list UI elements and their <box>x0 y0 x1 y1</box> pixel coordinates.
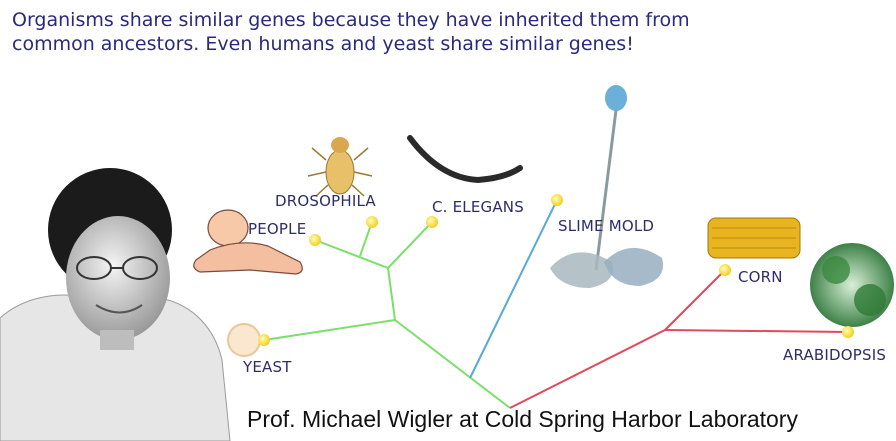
node-people <box>309 234 321 246</box>
green-branches <box>264 222 510 408</box>
label-celegans: C. ELEGANS <box>432 198 524 216</box>
node-celegans <box>426 216 438 228</box>
label-corn: CORN <box>738 268 783 286</box>
node-corn <box>719 264 731 276</box>
node-slime-mold <box>551 194 563 206</box>
label-slime-mold: SLIME MOLD <box>558 217 654 235</box>
slime-mold-illustration <box>550 85 663 288</box>
photo-credit: Prof. Michael Wigler at Cold Spring Harb… <box>247 406 798 433</box>
label-yeast: YEAST <box>243 358 292 376</box>
corn-illustration <box>708 218 800 258</box>
label-arabidopsis: ARABIDOPSIS <box>783 346 886 364</box>
arabidopsis-illustration <box>810 243 894 327</box>
label-drosophila: DROSOPHILA <box>275 192 376 210</box>
red-branches <box>510 270 848 408</box>
node-arabidopsis <box>842 326 854 338</box>
yeast-illustration <box>228 324 260 356</box>
fruit-fly-illustration <box>308 137 372 196</box>
worm-illustration <box>410 138 520 180</box>
blue-branch <box>470 200 557 378</box>
label-people: PEOPLE <box>248 220 306 238</box>
node-drosophila <box>366 216 378 228</box>
node-yeast <box>258 334 270 346</box>
portrait-photo <box>0 168 230 441</box>
